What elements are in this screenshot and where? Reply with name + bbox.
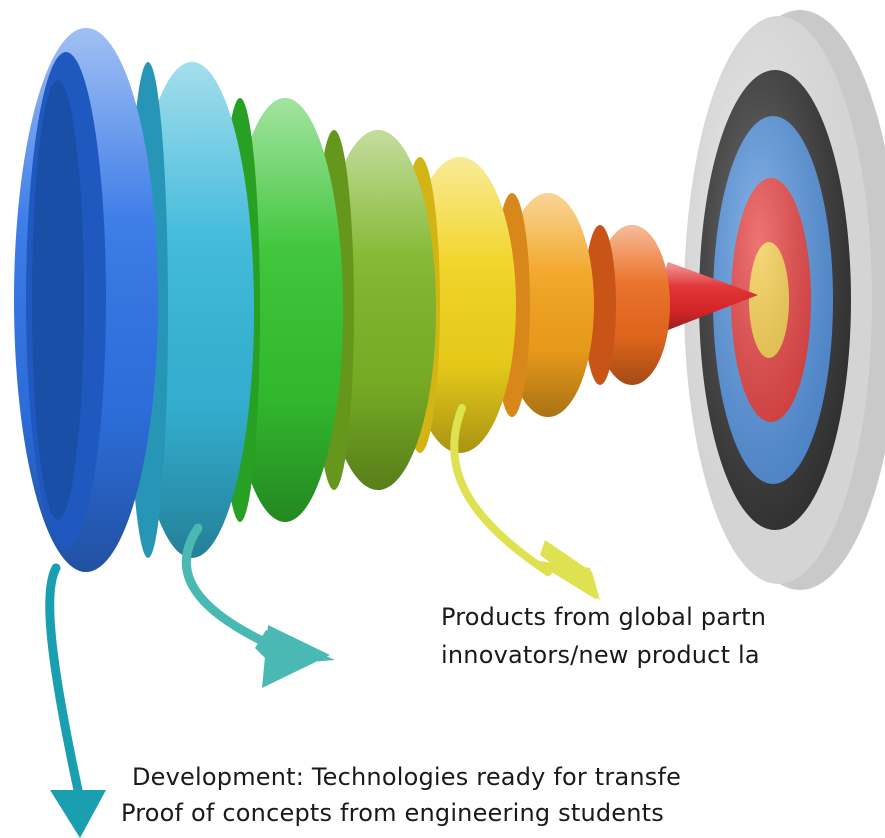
arrow-development	[181, 523, 335, 688]
arrow-proof	[45, 563, 106, 838]
target-board	[684, 10, 885, 590]
funnel-ring-1	[14, 28, 158, 572]
funnel-ring-7	[584, 225, 670, 385]
funnel-ring-8	[661, 262, 758, 330]
target-shade	[684, 16, 872, 584]
products-label-line-2: innovators/new product la	[441, 641, 760, 669]
products-label-line-1: Products from global partn	[441, 603, 767, 631]
development-label: Development: Technologies ready for tran…	[132, 763, 682, 791]
funnel-ring-5	[400, 157, 516, 453]
proof-label: Proof of concepts from engineering stude…	[121, 799, 664, 827]
arrow-products	[450, 404, 600, 600]
